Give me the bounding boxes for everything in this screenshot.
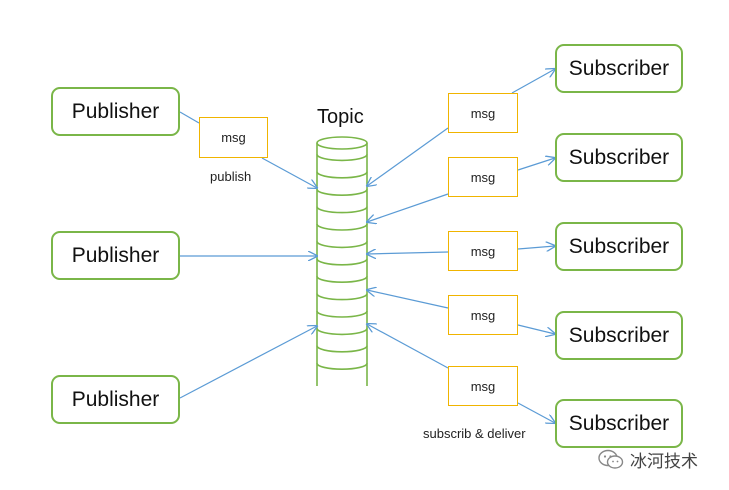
cylinder-segment bbox=[316, 206, 368, 214]
arrow-msg-2-to-topic bbox=[367, 193, 449, 222]
cylinder-segment bbox=[316, 154, 368, 162]
cylinder-segment bbox=[316, 293, 368, 301]
publish-msg-box: msg bbox=[199, 117, 268, 158]
subscriber-msg-box-2: msg bbox=[448, 157, 518, 197]
wechat-bubble-icon bbox=[598, 449, 624, 469]
subscriber-box-3: Subscriber bbox=[555, 222, 683, 271]
publisher-box-1: Publisher bbox=[51, 87, 180, 136]
subscriber-box-5: Subscriber bbox=[555, 399, 683, 448]
arrow-msg-5-to-topic bbox=[367, 324, 449, 369]
subscriber-box-1: Subscriber bbox=[555, 44, 683, 93]
arrow-msg-4-to-subscriber bbox=[517, 324, 555, 334]
arrow-msg-4-to-topic bbox=[367, 290, 449, 309]
subscriber-msg-box-5: msg bbox=[448, 366, 518, 406]
arrow-publisher-1-to-msg bbox=[179, 111, 200, 124]
subscriber-msg-box-3: msg bbox=[448, 231, 518, 271]
arrow-msg-2-to-subscriber bbox=[517, 158, 555, 171]
subscriber-msg-box-1: msg bbox=[448, 93, 518, 133]
cylinder-segment bbox=[316, 345, 368, 353]
cylinder-top bbox=[316, 136, 368, 150]
arrow-publisher-3-to-topic bbox=[179, 326, 317, 399]
subscriber-box-4: Subscriber bbox=[555, 311, 683, 360]
cylinder-segment bbox=[316, 328, 368, 336]
publisher-box-2: Publisher bbox=[51, 231, 180, 280]
cylinder-segment bbox=[316, 258, 368, 266]
publisher-box-3: Publisher bbox=[51, 375, 180, 424]
connector-arrows bbox=[179, 69, 555, 423]
cylinder-segment bbox=[316, 223, 368, 231]
watermark-text: 冰河技术 bbox=[630, 452, 698, 472]
topic-cylinder bbox=[316, 136, 368, 386]
watermark: 冰河技术 bbox=[598, 447, 698, 472]
subscriber-box-2: Subscriber bbox=[555, 133, 683, 182]
subscriber-msg-box-4: msg bbox=[448, 295, 518, 335]
cylinder-segment bbox=[316, 188, 368, 196]
cylinder-segment bbox=[316, 275, 368, 283]
cylinder-segment bbox=[316, 362, 368, 370]
arrow-msg-1-to-topic bbox=[367, 127, 449, 186]
cylinder-segment bbox=[316, 171, 368, 179]
subscribe-deliver-label: subscrib & deliver bbox=[423, 426, 526, 441]
arrow-msg-5-to-subscriber bbox=[517, 402, 555, 423]
cylinder-segment bbox=[316, 241, 368, 249]
topic-title: Topic bbox=[317, 106, 364, 128]
publish-label: publish bbox=[210, 169, 252, 184]
arrow-msg-1-to-subscriber bbox=[511, 69, 555, 94]
arrow-msg-3-to-topic bbox=[367, 252, 449, 254]
arrow-msg-3-to-subscriber bbox=[517, 246, 555, 249]
cylinder-segment bbox=[316, 310, 368, 318]
arrow-msg-to-topic bbox=[261, 157, 317, 188]
